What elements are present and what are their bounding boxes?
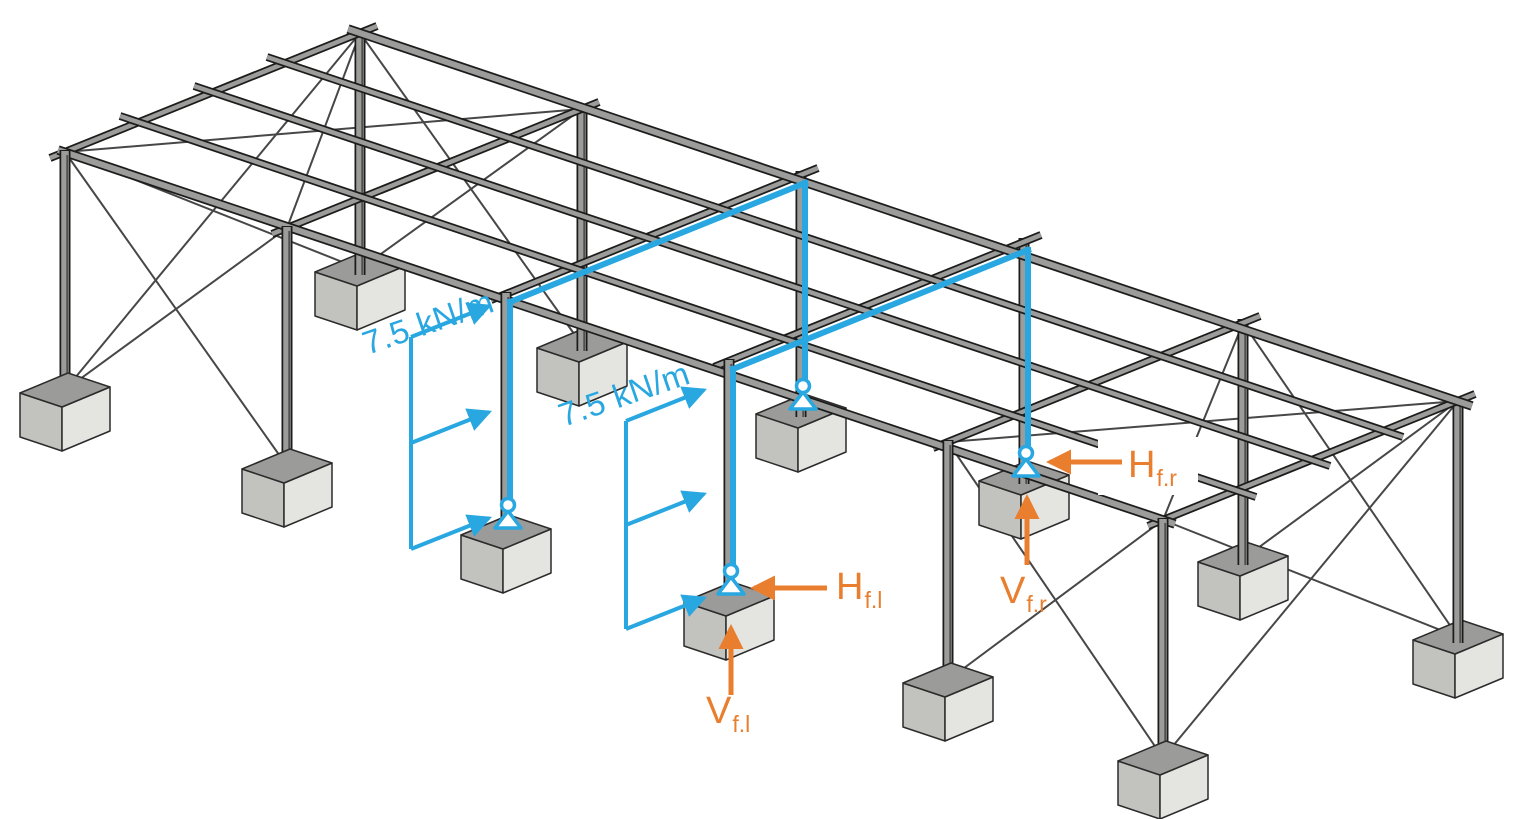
front-columns xyxy=(59,150,1169,764)
reaction-label-v-left: Vf.l xyxy=(706,690,750,736)
load-arrow xyxy=(625,490,707,527)
pin-triangle xyxy=(1011,457,1041,478)
highlight-frame-member xyxy=(729,246,1032,373)
pin-support xyxy=(493,496,523,530)
rafter-beam xyxy=(713,232,1042,370)
front-footing-top-face xyxy=(19,372,111,408)
load-arrow xyxy=(625,386,707,423)
label-backdrop-rect xyxy=(1098,437,1198,495)
rafter-beam xyxy=(490,165,819,303)
reaction-h-left-main: H xyxy=(836,566,864,608)
bracing-rods xyxy=(64,32,1459,759)
pin-triangle xyxy=(716,575,746,596)
reaction-v-right-main: V xyxy=(1000,570,1026,612)
reaction-label-h-right: Hf.r xyxy=(1128,444,1177,490)
highlight-frame-member xyxy=(506,179,809,306)
front-footing-top-face xyxy=(902,662,994,698)
load-arrow xyxy=(410,408,492,445)
load-arrow xyxy=(410,514,492,551)
back-eave-beam xyxy=(347,26,1473,409)
pin-triangle xyxy=(788,390,818,411)
pin-triangle xyxy=(493,509,523,530)
bracing-rod xyxy=(64,227,288,391)
reaction-arrows xyxy=(718,449,1122,695)
reaction-label-h-left: Hf.l xyxy=(836,566,882,612)
reaction-v-left-main: V xyxy=(706,690,732,732)
front-eave-beam xyxy=(57,147,1176,527)
reaction-v-right-sub: f.r xyxy=(1026,591,1047,617)
bracing-rod xyxy=(1242,400,1459,560)
reaction-h-left-sub: f.l xyxy=(864,587,883,613)
pin-circle xyxy=(1017,444,1035,462)
load-panels xyxy=(409,302,707,631)
front-footing-top-face xyxy=(241,448,333,484)
bracing-rod xyxy=(64,32,361,391)
reaction-h-right-sub: f.r xyxy=(1156,465,1177,491)
back-row xyxy=(314,29,1504,699)
pin-circle xyxy=(499,496,517,514)
load-arrow xyxy=(410,302,492,339)
pin-circle xyxy=(722,562,740,580)
purlin-beam xyxy=(193,83,1331,469)
pin-support xyxy=(1011,444,1041,478)
front-footing-top-face xyxy=(1117,740,1209,776)
purlin-beam xyxy=(266,54,1404,440)
pin-support xyxy=(716,562,746,596)
rafter-beam xyxy=(932,313,1261,451)
purlin-beam xyxy=(119,113,1257,500)
reaction-h-right-main: H xyxy=(1128,444,1156,486)
bracing-rod xyxy=(947,519,1164,681)
reaction-label-v-right: Vf.r xyxy=(1000,570,1047,616)
front-footing-top-face xyxy=(460,514,552,550)
label-backdrop xyxy=(1098,437,1198,495)
highlighted-frames xyxy=(493,179,1041,596)
load-arrow xyxy=(625,594,707,631)
roof-framing xyxy=(48,22,1477,530)
pin-circle xyxy=(794,377,812,395)
bracing-rod xyxy=(359,108,583,270)
bracing-rod xyxy=(1162,400,1459,759)
pin-support xyxy=(788,377,818,411)
reaction-v-left-sub: f.l xyxy=(732,711,751,737)
